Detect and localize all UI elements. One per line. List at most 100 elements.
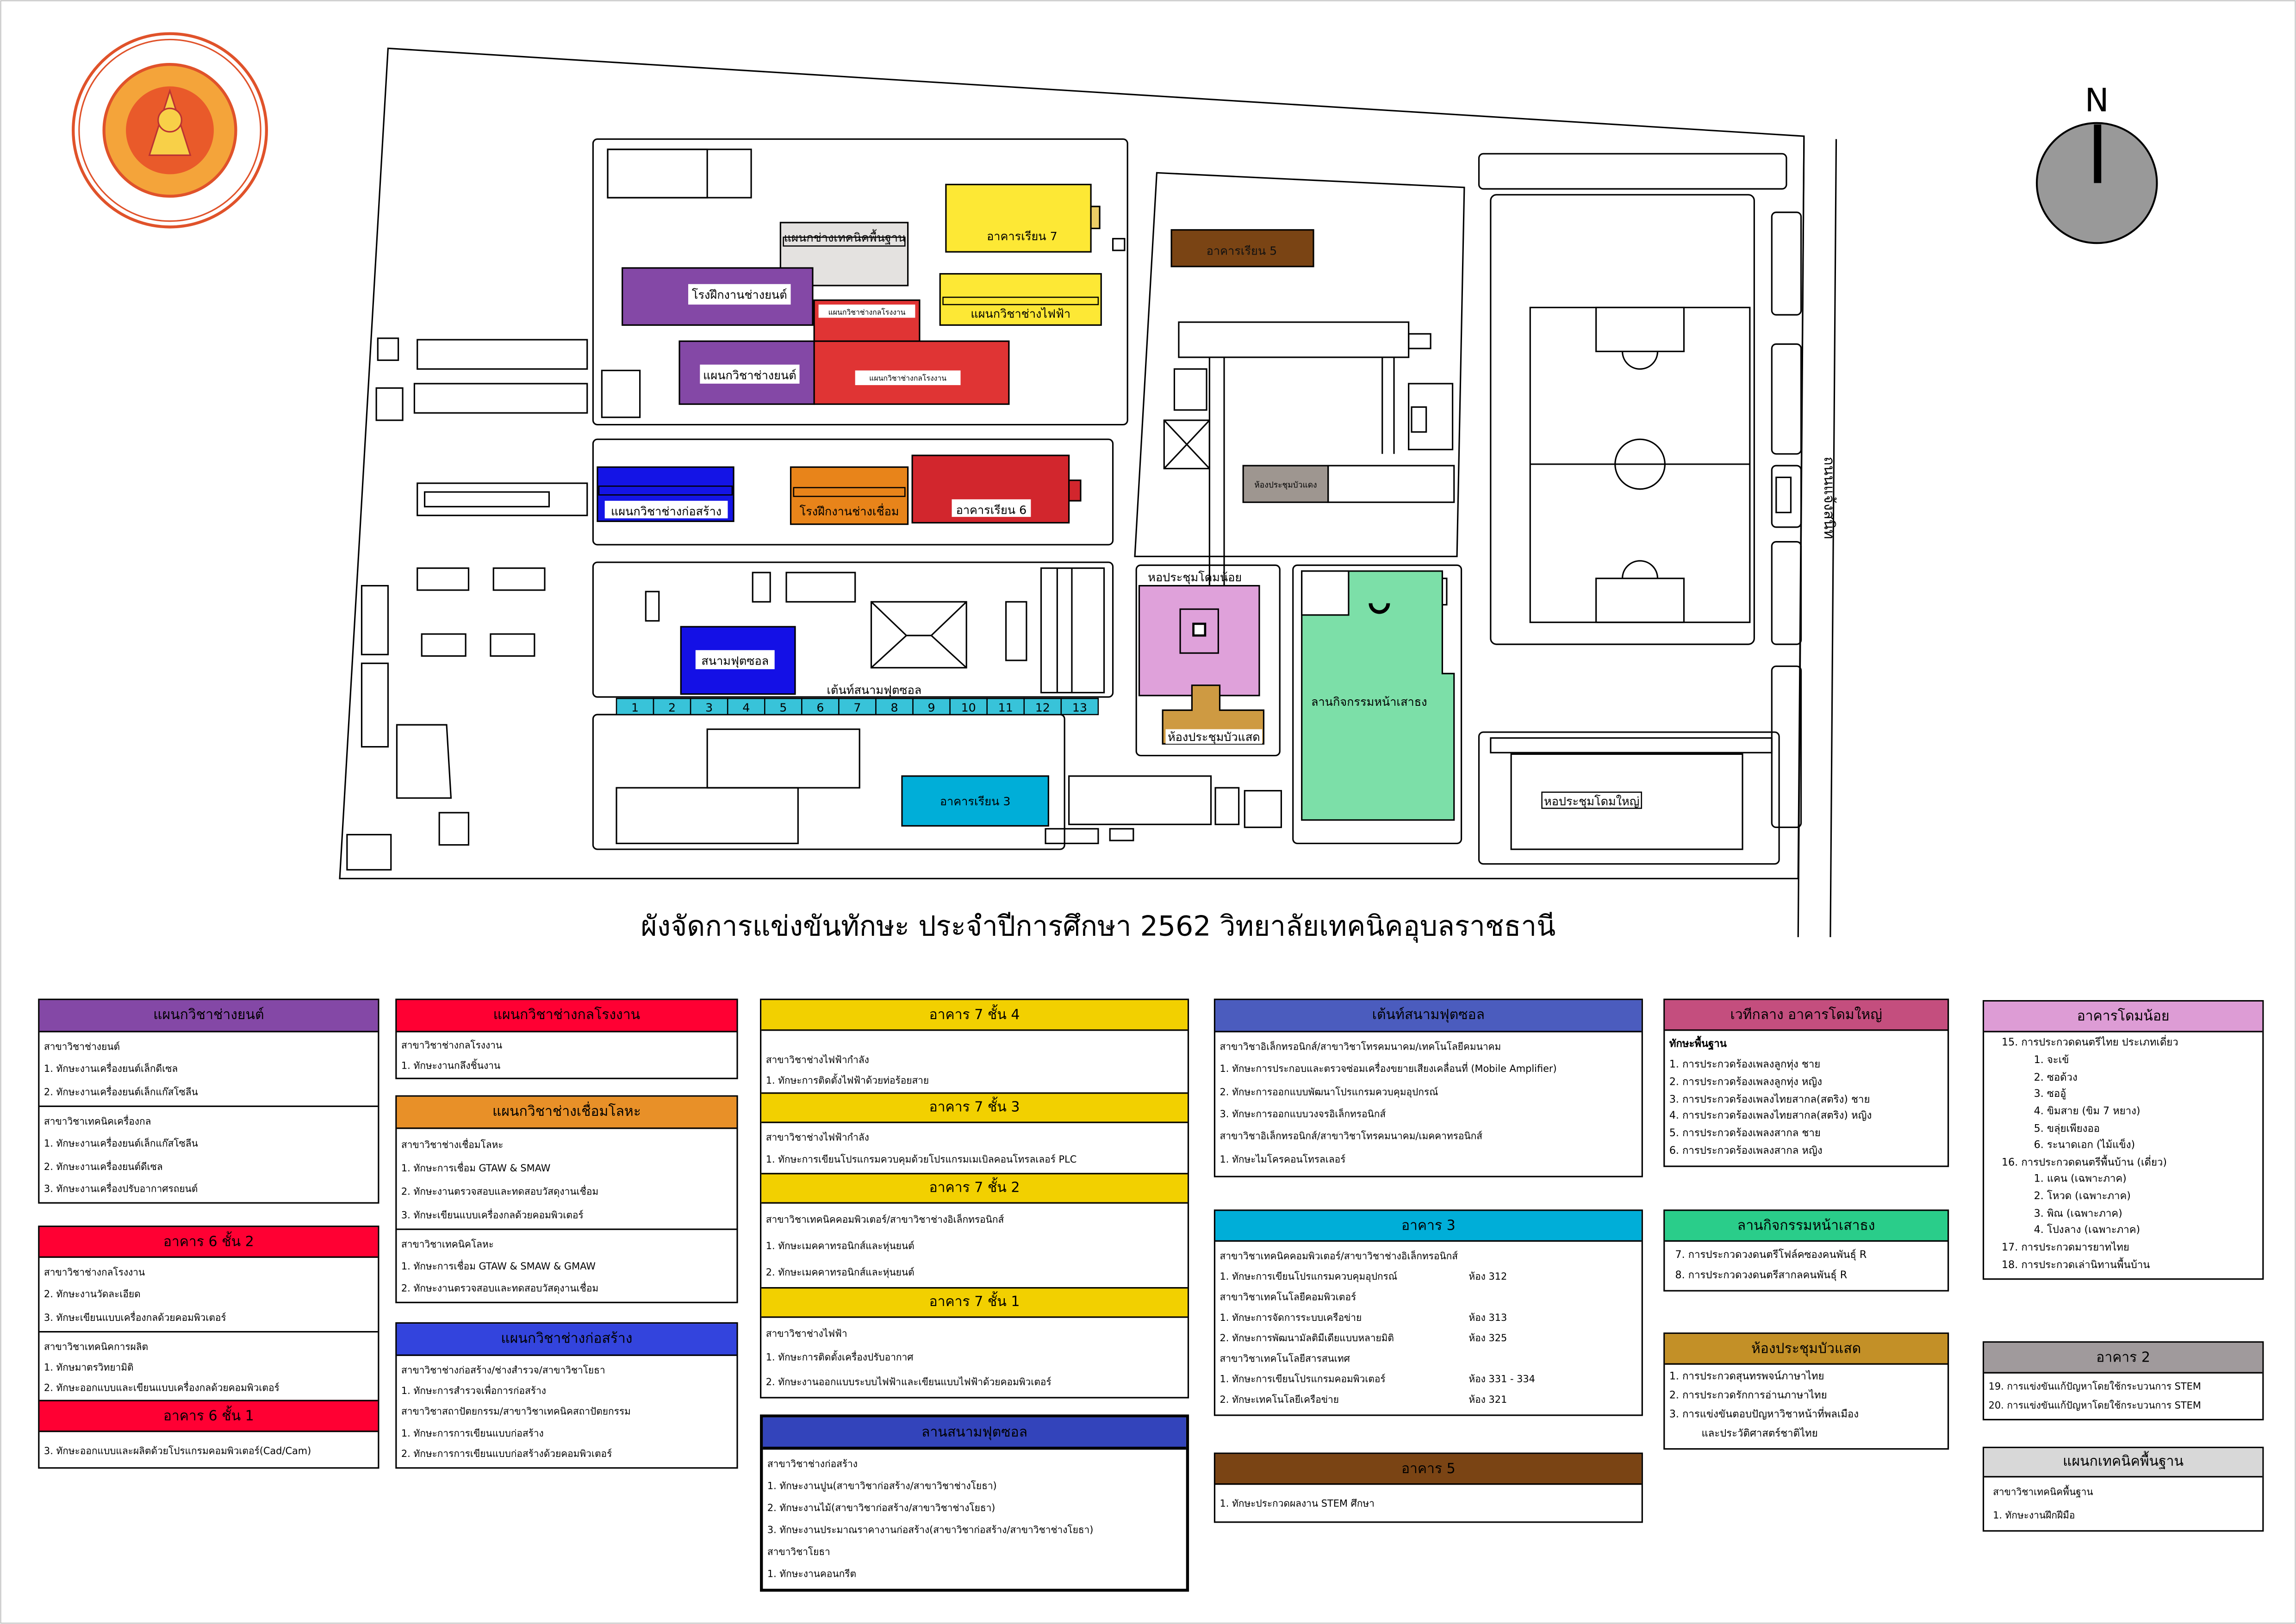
- legend-line: 1. ทักษะการจัดการระบบเครือข่ายห้อง 313: [1220, 1309, 1637, 1325]
- legend-header: เต้นท์สนามฟุตซอล: [1215, 1000, 1642, 1033]
- tent-number: 13: [1072, 701, 1087, 715]
- legend-subheading: ทักษะพื้นฐาน: [1669, 1037, 1727, 1049]
- legend-line-text: สาขาวิชาเทคนิคคอมพิวเตอร์/สาขาวิชาช่างอิ…: [1220, 1250, 1458, 1262]
- map-label-flag-yard: ลานกิจกรรมหน้าเสาธง: [1311, 695, 1427, 709]
- legend-line: 1. ทักษะการเขียนโปรแกรมควบคุมอุปกรณ์ห้อง…: [1220, 1268, 1637, 1284]
- legend-header: ห้องประชุมบัวแสด: [1665, 1334, 1948, 1365]
- tent-number: 7: [853, 701, 861, 715]
- map-label-bua-daeng: ห้องประชุมบัวแดง: [1254, 481, 1317, 490]
- tent-number: 5: [779, 701, 787, 715]
- legend-line: 1. ทักษะงานปูน(สาขาวิชาก่อสร้าง/สาขาวิชา…: [767, 1480, 997, 1493]
- bua-daeng-room[interactable]: [1242, 465, 1329, 503]
- legend-section: 3. ทักษะออกแบบและผลิตด้วยโปรแกรมคอมพิวเต…: [39, 1432, 378, 1467]
- legend-header: แผนกเทคนิคพื้นฐาน: [1984, 1448, 2263, 1478]
- vec-logo: [72, 32, 268, 229]
- legend-line-text: สาขาวิชาเทคโนโลยีสารสนเทศ: [1220, 1353, 1350, 1365]
- map-label-welding-workshop: โรงฝึกงานช่างเชื่อม: [800, 504, 899, 518]
- building-5[interactable]: [1170, 229, 1314, 268]
- map-label-futsal-tent: เต้นท์สนามฟุตซอล: [827, 684, 921, 697]
- legend-line: สาขาวิชาช่างไฟฟ้ากำลัง: [765, 1053, 869, 1065]
- legend-line: สาขาวิชาเทคนิคคอมพิวเตอร์/สาขาวิชาช่างอิ…: [1220, 1247, 1637, 1263]
- map-label-auto-dept: แผนกวิชาช่างยนต์: [703, 368, 796, 382]
- legend-line: 3. ทักษะออกแบบและผลิตด้วยโปรแกรมคอมพิวเต…: [44, 1444, 311, 1456]
- flag-activity-yard[interactable]: [1301, 570, 1455, 821]
- legend-line: 5. ขลุ่ยเพียงออ: [2002, 1121, 2258, 1137]
- tent-slot[interactable]: [912, 697, 951, 716]
- legend-line: สาขาวิชาเทคนิคการผลิต: [44, 1340, 149, 1352]
- legend-line-text: 1. ทักษะการเขียนโปรแกรมคอมพิวเตอร์: [1220, 1374, 1386, 1386]
- legend-line: สาขาวิชาเทคโนโลยีสารสนเทศ: [1220, 1350, 1637, 1367]
- legend-auto-dept: แผนกวิชาช่างยนต์ สาขาวิชาช่างยนต์1. ทักษ…: [38, 998, 380, 1204]
- legend-line: 1. ทักษะการสำรวจเพื่อการก่อสร้าง: [401, 1385, 546, 1397]
- legend-line-text: 4. โปงลาง (เฉพาะภาค): [2034, 1225, 2140, 1237]
- legend-line: 2. ทักษะงานเครื่องยนต์เล็กแก๊สโซลีน: [44, 1086, 198, 1098]
- legend-section: สาขาวิชาเทคนิคคอมพิวเตอร์/สาขาวิชาช่างอิ…: [1215, 1242, 1642, 1413]
- legend-header: อาคาร 6 ชั้น 2: [39, 1227, 378, 1258]
- legend-line: สาขาวิชาช่างไฟฟ้ากำลัง: [765, 1132, 869, 1144]
- legend-line: 1. จะเข้: [2002, 1053, 2258, 1069]
- tent-number: 10: [961, 701, 976, 715]
- legend-building5: อาคาร 5 1. ทักษะประกวดผลงาน STEM ศึกษา: [1213, 1452, 1643, 1523]
- building-3[interactable]: [901, 775, 1049, 827]
- compass-north-label: N: [2085, 81, 2109, 119]
- legend-line: 3. ซออู้: [2002, 1087, 2258, 1103]
- legend-line-text: 2. ทักษะเทคโนโลยีเครือข่าย: [1220, 1394, 1339, 1406]
- legend-section: สาขาวิชาเทคนิคคอมพิวเตอร์/สาขาวิชาช่างอิ…: [761, 1204, 1188, 1287]
- tent-slot[interactable]: [616, 697, 654, 716]
- legend-line: 20. การแข่งขันแก้ปัญหาโดยใช้กระบวนการ ST…: [1988, 1400, 2201, 1412]
- legend-header: แผนกวิชาช่างเชื่อมโลหะ: [397, 1096, 737, 1129]
- tent-slot[interactable]: [1023, 697, 1062, 716]
- legend-header: อาคาร 2: [1984, 1343, 2263, 1374]
- legend-line-text: 3. ซออู้: [2034, 1088, 2066, 1100]
- tent-number: 3: [705, 701, 713, 715]
- legend-line: 4. การประกวดร้องเพลงไทยสากล(สตริง) หญิง: [1669, 1110, 1872, 1122]
- map-label-auto-workshop: โรงฝึกงานช่างยนต์: [692, 288, 787, 301]
- legend-line: 3. การประกวดร้องเพลงไทยสากล(สตริง) ชาย: [1669, 1093, 1870, 1105]
- legend-futsal-tent: เต้นท์สนามฟุตซอล สาขาวิชาอิเล็กทรอนิกส์/…: [1213, 998, 1643, 1177]
- legend-line: 19. การแข่งขันแก้ปัญหาโดยใช้กระบวนการ ST…: [1988, 1381, 2201, 1393]
- legend-line: 1. ทักษะประกวดผลงาน STEM ศึกษา: [1220, 1497, 1375, 1509]
- tent-slot[interactable]: [949, 697, 988, 716]
- legend-header: อาคาร 3: [1215, 1211, 1642, 1242]
- legend-line: 17. การประกวดมารยาทไทย: [2002, 1240, 2258, 1257]
- legend-line-text: 5. ขลุ่ยเพียงออ: [2034, 1122, 2100, 1134]
- legend-line-text: 2. โหวด (เฉพาะภาค): [2034, 1190, 2131, 1202]
- tent-number: 12: [1035, 701, 1050, 715]
- legend-line: 16. การประกวดดนตรีพื้นบ้าน (เดี่ยว): [2002, 1155, 2258, 1171]
- room-number: ห้อง 325: [1468, 1332, 1507, 1344]
- tent-slot[interactable]: [727, 697, 765, 716]
- legend-line: 1. ทักษะไมโครคอนโทรลเลอร์: [1220, 1153, 1346, 1165]
- legend-header: ลานกิจกรรมหน้าเสาธง: [1665, 1211, 1948, 1242]
- legend-line: 3. ทักษะการออกแบบวงจรอิเล็กทรอนิกส์: [1220, 1108, 1386, 1120]
- room-number: ห้อง 312: [1468, 1270, 1507, 1282]
- legend-line: 2. ทักษะงานตรวจสอบและทดสอบวัสดุงานเชื่อม: [401, 1282, 599, 1294]
- flagpole-stage: [1369, 603, 1390, 614]
- legend-header: อาคาร 7 ชั้น 4: [761, 1000, 1188, 1031]
- north-compass-icon: [2035, 122, 2158, 244]
- map-label-bua-saed: ห้องประชุมบัวแสด: [1168, 730, 1260, 744]
- tent-slot[interactable]: [1060, 697, 1099, 716]
- legend-line: สาขาวิชาช่างเชื่อมโลหะ: [401, 1138, 504, 1151]
- legend-line: สาขาวิชาเทคโนโลยีคอมพิวเตอร์: [1220, 1288, 1637, 1305]
- legend-section: สาขาวิชาอิเล็กทรอนิกส์/สาขาวิชาโทรคมนาคม…: [1215, 1033, 1642, 1173]
- building-7[interactable]: [945, 184, 1092, 253]
- legend-line: สาขาวิชาเทคนิคพื้นฐาน: [1993, 1487, 2093, 1499]
- tent-slot[interactable]: [764, 697, 803, 716]
- legend-header: อาคาร 7 ชั้น 1: [761, 1287, 1188, 1318]
- legend-line: 2. ทักษะงานไม้(สาขาวิชาก่อสร้าง/สาขาวิชา…: [767, 1502, 996, 1514]
- building-7-annex: [1090, 205, 1101, 230]
- legend-line: 1. ทักษมาตรวิทยามิติ: [44, 1361, 134, 1373]
